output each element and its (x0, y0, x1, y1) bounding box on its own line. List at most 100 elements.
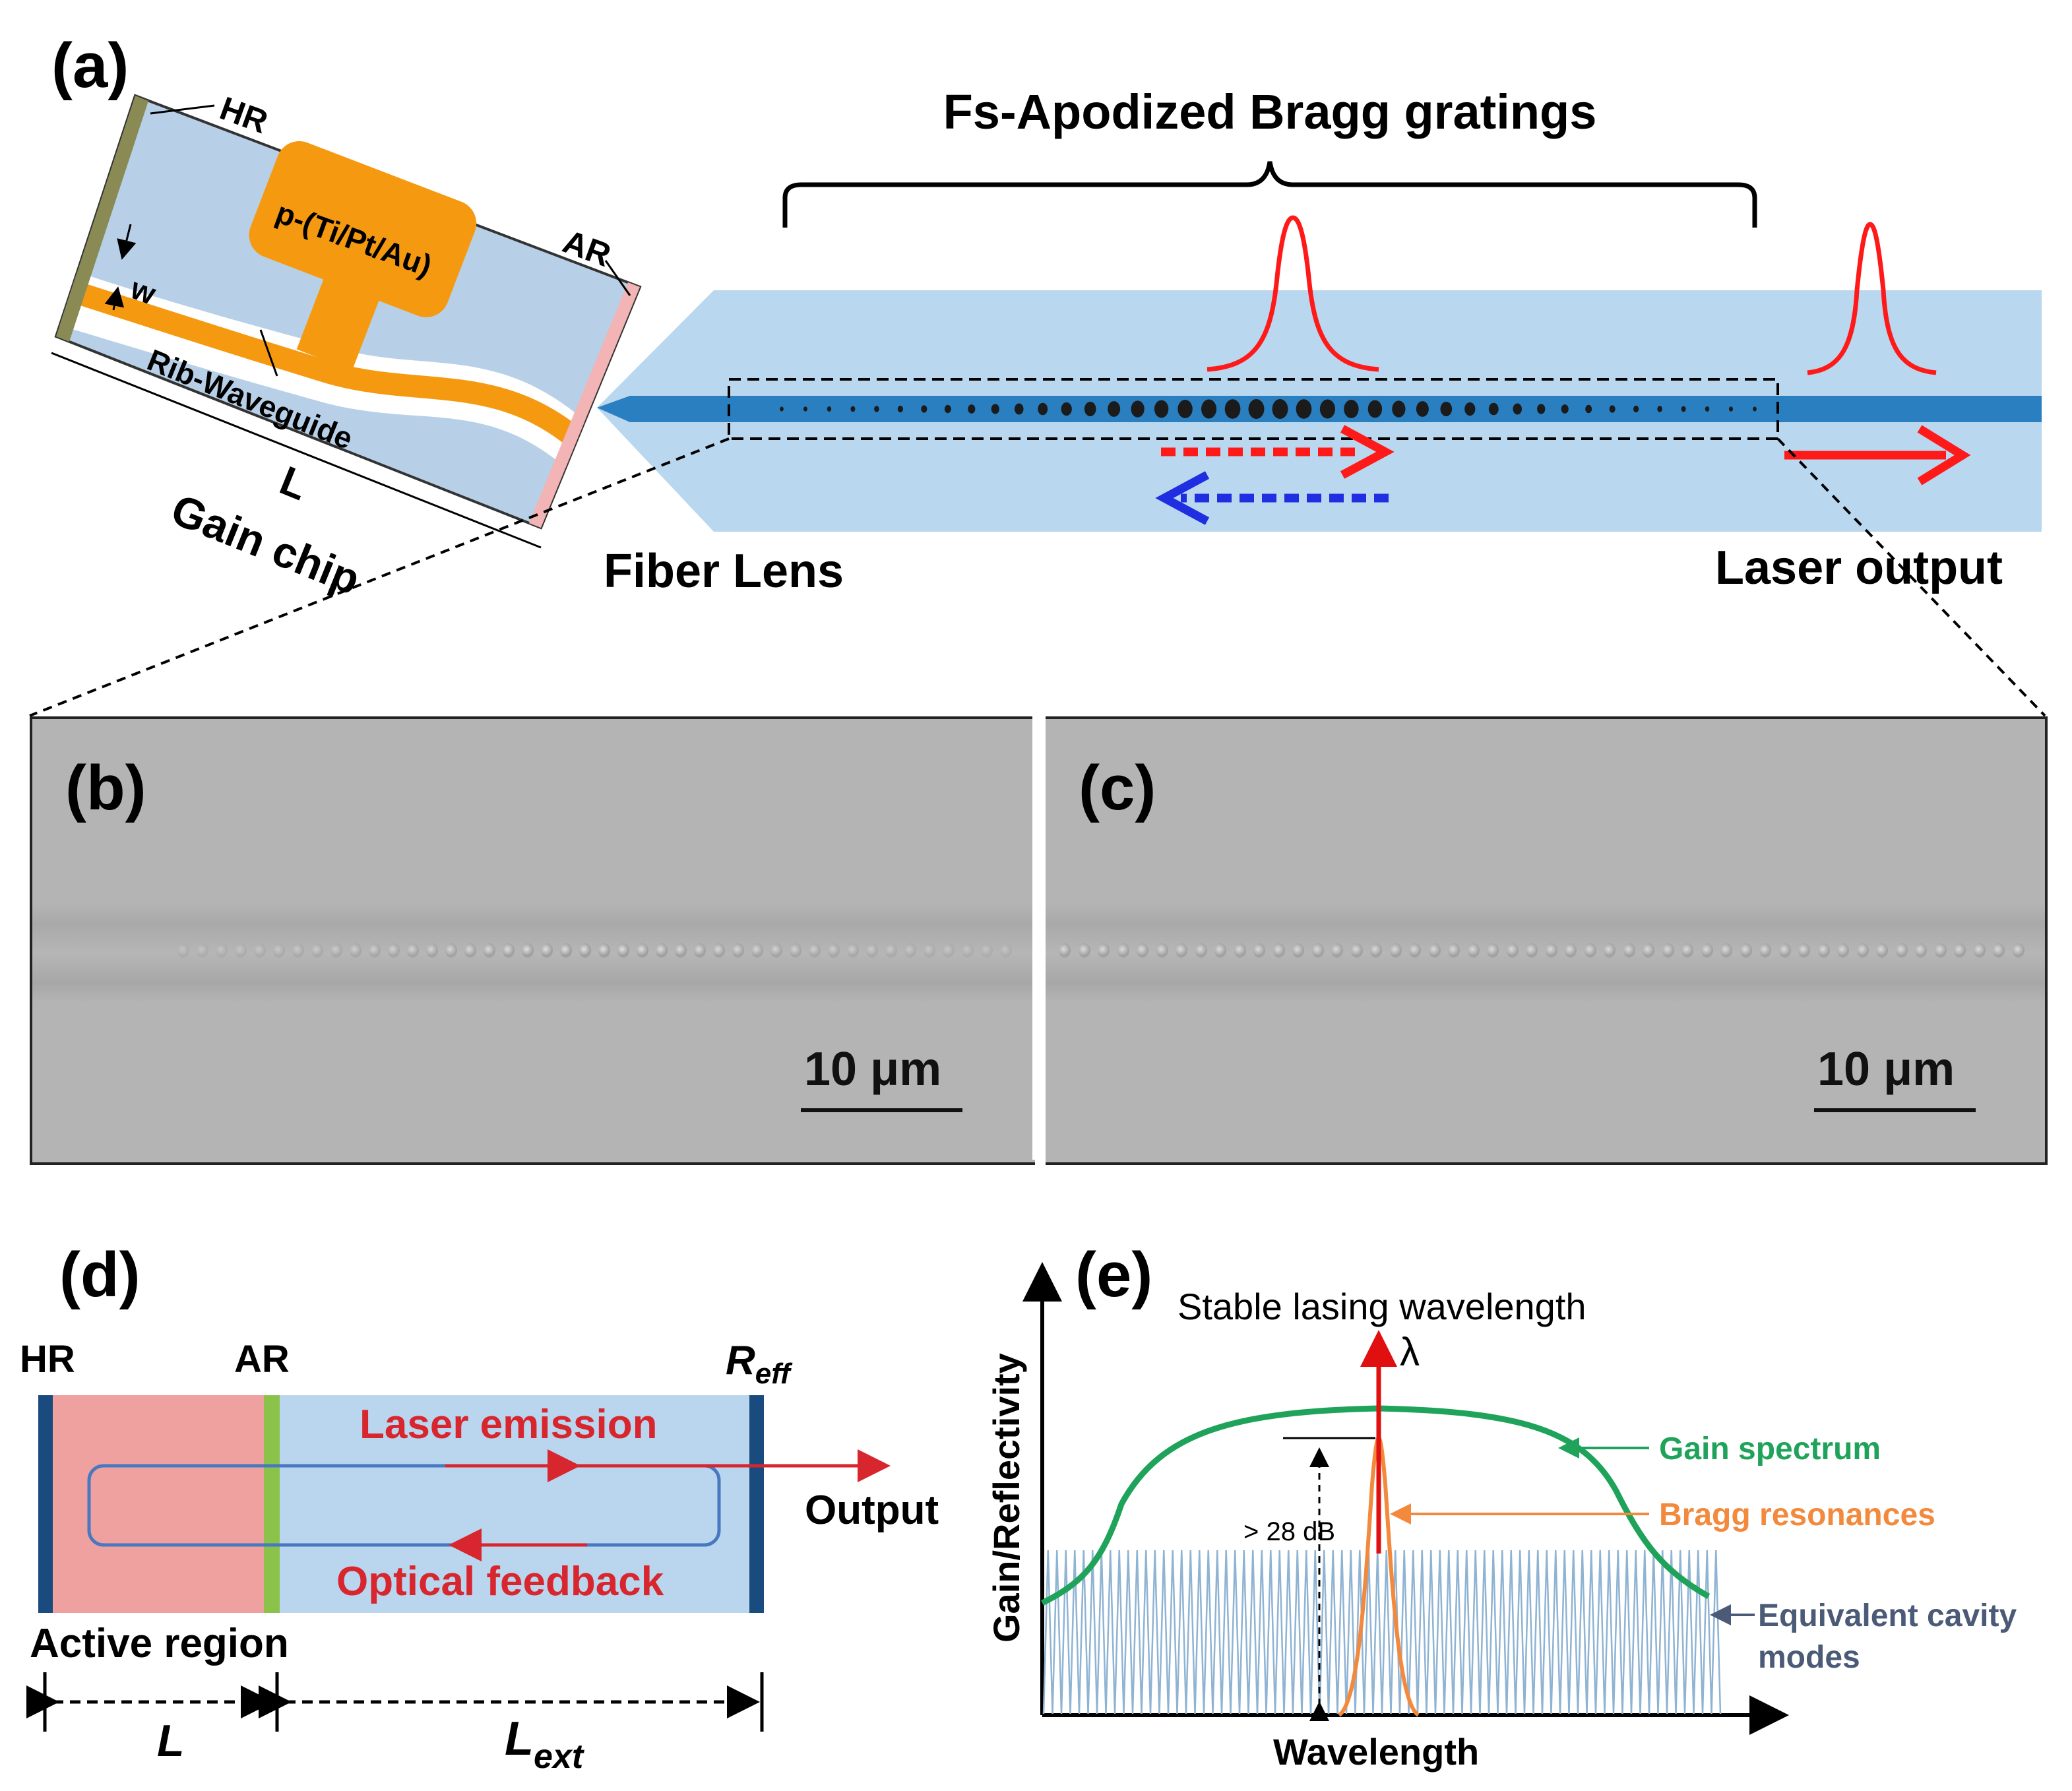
grating-dot (1059, 943, 1071, 958)
gain-chip-label: Gain chip (165, 484, 367, 604)
grating-dot (991, 404, 999, 414)
grating-dot (1526, 943, 1538, 958)
ar-coating-label: AR (234, 1338, 290, 1381)
grating-dot (1137, 943, 1148, 958)
grating-dot (1740, 943, 1752, 958)
grating-dot (2012, 943, 2025, 958)
image-separator (1032, 716, 1046, 1160)
y-axis-label: Gain/Reflectivity (986, 1353, 1027, 1643)
electrode-pad (249, 141, 477, 317)
grating-dot (1176, 943, 1187, 958)
output-spectrum-peak (1807, 222, 1937, 375)
grating-dot (1681, 406, 1686, 412)
modes-label-line1: Equivalent cavity (1758, 1598, 2017, 1633)
grating-dot (1633, 405, 1639, 413)
zoom-line-right (1776, 437, 2046, 717)
grating-dot (1753, 406, 1757, 412)
grating-dot (1367, 400, 1383, 418)
grating-dot (598, 943, 610, 958)
grating-dot (1545, 943, 1557, 958)
cavity-loop (87, 1464, 721, 1547)
panel-e-label: (e) (1075, 1240, 1152, 1310)
grating-dot (1837, 943, 1849, 958)
grating-dot (1098, 943, 1110, 958)
micrograph-c: (c) 10 μm (1046, 716, 2048, 1165)
grating-dot (1585, 404, 1592, 414)
ar-coat (264, 1395, 280, 1613)
active-region-block (45, 1395, 272, 1613)
grating-dot (1177, 400, 1193, 418)
laser-emission-label: Laser emission (360, 1402, 657, 1447)
hr-mirror (38, 1395, 53, 1613)
grating-dot (1117, 943, 1129, 958)
grating-dot (1154, 400, 1169, 418)
panel-d-label: (d) (59, 1240, 141, 1310)
grating-dot (1623, 943, 1635, 958)
scale-bar-b-label: 10 μm (804, 1043, 942, 1096)
grating-dot (1234, 943, 1246, 958)
optical-feedback-label: Optical feedback (336, 1559, 664, 1604)
grating-dot (1319, 399, 1336, 419)
grating-dot (1720, 943, 1732, 958)
grating-dot (1201, 399, 1217, 419)
bragg-resonances-label: Bragg resonances (1659, 1497, 1935, 1532)
grating-dot (732, 943, 744, 958)
fiber-core (597, 396, 2042, 422)
panel-e: (e) Stable lasing wavelength λ Gain/Refl… (986, 1240, 2017, 1773)
grating-dot (369, 943, 381, 958)
hr-coating (56, 96, 148, 342)
grating-dot (1488, 402, 1499, 416)
scale-bar-c (1814, 1108, 1976, 1112)
grating-dot (1370, 943, 1382, 958)
grating-dot (1440, 401, 1453, 417)
grating-dot (1895, 943, 1908, 958)
lext-label: Lext (505, 1712, 585, 1776)
grating-dot (292, 943, 304, 958)
grating-dot (1915, 943, 1927, 958)
grating-dot (1311, 943, 1324, 958)
grating-dot (1464, 402, 1476, 416)
grating-dot (809, 943, 821, 958)
grating-dot (1292, 943, 1304, 958)
grating-dot (968, 404, 976, 414)
grating-dot (944, 404, 951, 414)
laser-output-label: Laser output (1715, 542, 2003, 594)
grating-dot (897, 405, 904, 413)
grating-dot (1506, 943, 1519, 958)
grating-dot (962, 943, 974, 958)
grating-dot (1856, 943, 1869, 958)
l-label: L (157, 1716, 185, 1766)
waveguide-track (32, 904, 1035, 1003)
grating-dot (780, 406, 784, 412)
grating-dot (943, 943, 955, 958)
grating-dot (981, 943, 993, 958)
grating-dot (1014, 403, 1024, 415)
grating-dot (522, 943, 534, 958)
grating-dot (1513, 403, 1523, 415)
grating-dot (770, 943, 782, 958)
lambda-label: λ (1400, 1330, 1420, 1374)
panel-c-label: (c) (1079, 753, 1156, 823)
grating-dot (216, 943, 228, 958)
grating-dot (1993, 943, 2005, 958)
grating-dot (1350, 943, 1363, 958)
grating-dot (254, 943, 266, 958)
reflection-peak (1207, 215, 1379, 372)
grating-dot (885, 943, 897, 958)
grating-dot (790, 943, 801, 958)
grating-dot (1487, 943, 1499, 958)
grating-dot (1409, 943, 1421, 958)
grating-dot (850, 406, 856, 412)
grating-dot (904, 943, 916, 958)
grating-dot (1561, 404, 1569, 414)
grating-dot (503, 943, 515, 958)
fiber-lens-label: Fiber Lens (604, 545, 844, 598)
output-label: Output (805, 1488, 939, 1533)
grating-dot (1701, 943, 1713, 958)
gain-chip: HR AR p-(Ti/Pt/Au) w Rib-Waveguide L Gai… (51, 90, 642, 604)
panel-a-label: (a) (51, 30, 129, 101)
grating-title: Fs-Apodized Bragg gratings (943, 84, 1597, 139)
contrast-label: > 28 dB (1243, 1517, 1335, 1546)
grating-dot (1467, 943, 1480, 958)
